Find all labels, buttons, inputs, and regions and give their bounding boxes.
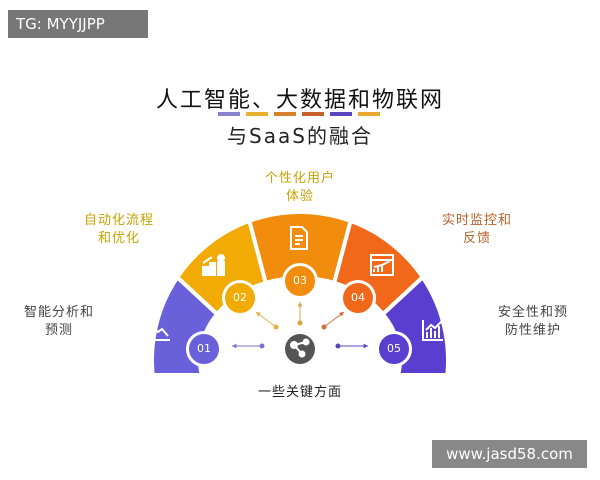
color-bar [330, 112, 352, 116]
label-01: 智能分析和预测 [14, 304, 104, 340]
label-line: 个性化用户 [264, 171, 335, 186]
chart-down-icon [149, 320, 170, 341]
badge-04: 04 [340, 280, 376, 316]
document-icon [290, 226, 308, 250]
label-03: 个性化用户体验 [250, 170, 350, 206]
arrow [255, 311, 279, 330]
arrow [321, 311, 345, 330]
center-circle [285, 334, 315, 364]
color-bar [246, 112, 268, 116]
arrow [335, 343, 368, 349]
watermark-bottom: www.jasd58.com [432, 440, 587, 468]
label-line: 实时监控和 [441, 213, 512, 228]
dashboard-icon [370, 254, 394, 276]
title-line-1: 人工智能、大数据和物联网 [155, 88, 444, 113]
color-bar [274, 112, 296, 116]
label-02: 自动化流程和优化 [74, 212, 164, 248]
label-line: 防性维护 [504, 323, 561, 338]
color-bar [358, 112, 380, 116]
label-04: 实时监控和反馈 [432, 212, 522, 248]
label-line: 预测 [44, 323, 73, 338]
center-label: 一些关键方面 [257, 385, 342, 400]
share-icon [290, 338, 310, 358]
label-line: 体验 [285, 189, 314, 204]
label-line: 智能分析和 [23, 305, 94, 320]
title-line-2: 与SaaS的融合 [227, 124, 373, 148]
arrow [297, 302, 303, 326]
title-color-bars [218, 112, 380, 116]
badge-05: 05 [376, 331, 412, 367]
label-line: 和优化 [97, 231, 140, 246]
badge-03: 03 [282, 263, 318, 299]
label-line: 安全性和预 [497, 305, 568, 320]
label-line: 自动化流程 [83, 213, 154, 228]
label-line: 反馈 [462, 231, 491, 246]
color-bar [218, 112, 240, 116]
bar-chart-icon [422, 320, 443, 341]
label-05: 安全性和预防性维护 [488, 304, 578, 340]
badge-02: 02 [222, 280, 258, 316]
badge-01: 01 [186, 331, 222, 367]
arrow [232, 343, 265, 349]
color-bar [302, 112, 324, 116]
growth-person-icon [202, 254, 225, 276]
watermark-top: TG: MYYJJPP [8, 10, 148, 38]
